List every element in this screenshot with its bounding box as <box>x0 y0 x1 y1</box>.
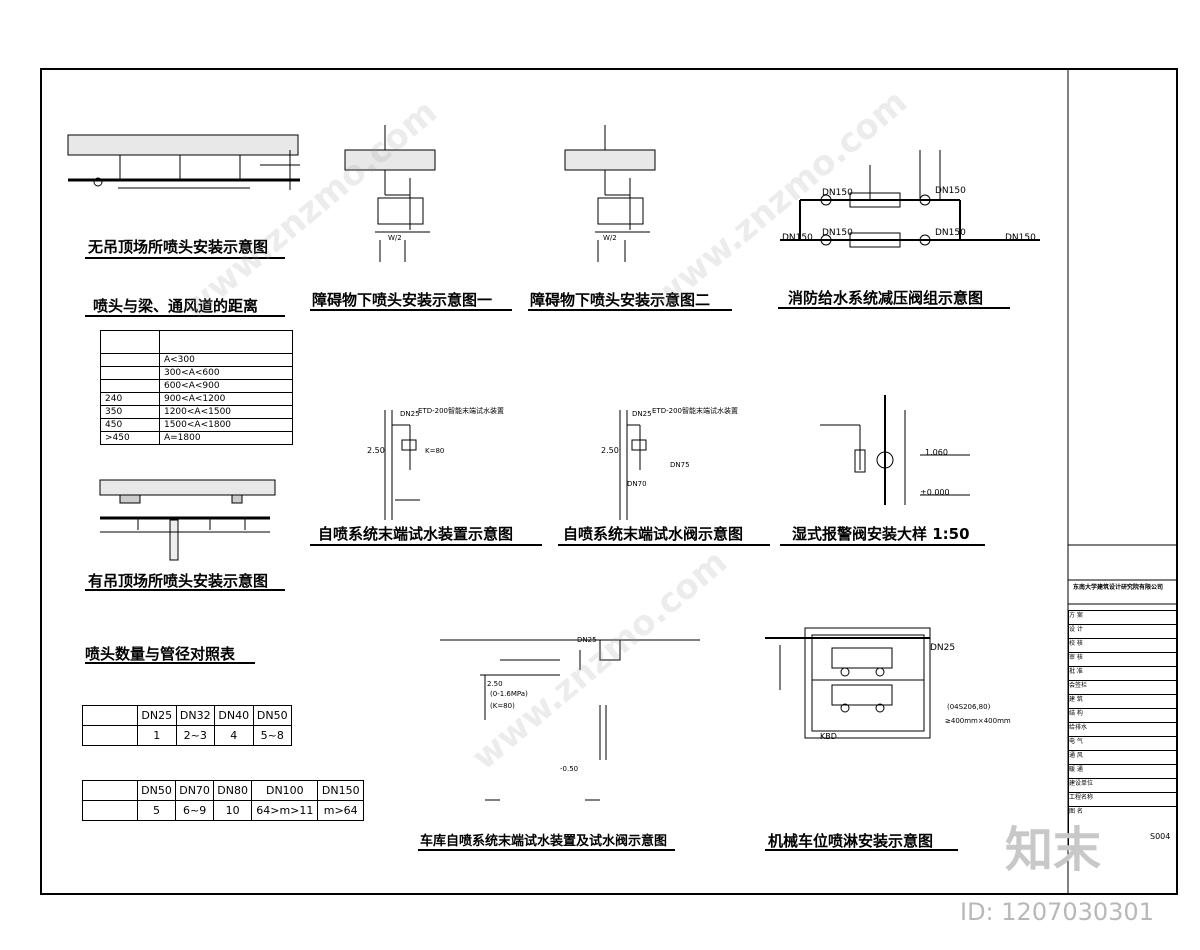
label-dn25-test-valve: DN25 <box>632 410 652 418</box>
tb-row: 建设单位 <box>1069 778 1178 788</box>
label-standard: (04S206,80) <box>947 703 991 711</box>
label-minus-050: -0.50 <box>560 765 579 773</box>
title-test-device: 自喷系统末端试水装置示意图 <box>318 525 514 543</box>
table-row: DN25 DN32 DN40 DN50 <box>82 705 292 726</box>
label-2-50-b: 2.50 <box>601 446 619 455</box>
table-row: A<300 <box>100 353 294 367</box>
company-name: 东南大学建筑设计研究院有限公司 <box>1073 584 1164 591</box>
label-etd-test-valve: ETD-200智能末端试水装置 <box>652 407 738 415</box>
title-parking: 机械车位喷淋安装示意图 <box>768 832 934 850</box>
tb-row: 审 核 <box>1069 652 1178 662</box>
label-dn25-garage: DN25 <box>577 636 597 644</box>
tb-row: 设 计 <box>1069 624 1178 634</box>
label-k80: K=80 <box>425 447 445 455</box>
table-row: 600<A<900 <box>100 379 294 393</box>
table-row: DN50 DN70 DN80 DN100 DN150 <box>82 780 364 801</box>
label-etd-test-device: ETD-200智能末端试水装置 <box>418 407 504 415</box>
title-garage: 车库自喷系统末端试水装置及试水阀示意图 <box>420 834 668 849</box>
label-w2-b: W/2 <box>603 234 617 242</box>
title-beam-distance: 喷头与梁、通风道的距离 <box>93 297 259 315</box>
title-block: 方 案 设 计 校 核 审 核 批 准 会签栏 建 筑 结 构 给排水 电 气 … <box>1068 610 1178 848</box>
label-dn150-upper-left: DN150 <box>822 188 853 198</box>
tb-row: 图 名 <box>1069 806 1178 816</box>
title-pressure-valve: 消防给水系统减压阀组示意图 <box>788 289 984 307</box>
label-elev-1060: 1.060 <box>925 448 948 457</box>
label-dn25-test-device: DN25 <box>400 410 420 418</box>
label-dn70: DN70 <box>627 480 647 488</box>
title-obstacle-1: 障碍物下喷头安装示意图一 <box>312 291 493 309</box>
label-w2-a: W/2 <box>388 234 402 242</box>
table-row: 5 6~9 10 64>m>11 m>64 <box>82 800 364 821</box>
title-alarm-valve: 湿式报警阀安装大样 1:50 <box>792 525 970 543</box>
watermark-logo: 知末 <box>1005 822 1102 878</box>
tb-row: 结 构 <box>1069 708 1178 718</box>
tb-row: 会签栏 <box>1069 680 1178 690</box>
label-size: ≥400mm×400mm <box>945 717 1011 725</box>
title-test-valve: 自喷系统末端试水阀示意图 <box>563 525 744 543</box>
title-obstacle-2: 障碍物下喷头安装示意图二 <box>530 291 711 309</box>
title-no-ceiling: 无吊顶场所喷头安装示意图 <box>88 238 269 256</box>
table-row: 1 2~3 4 5~8 <box>82 725 292 746</box>
table-row: 300<A<600 <box>100 366 294 380</box>
label-2-50-garage: 2.50 <box>487 680 503 688</box>
label-elev-0000: ±0.000 <box>920 488 950 497</box>
tb-row: 暖 通 <box>1069 764 1178 774</box>
label-dn150-upper-right: DN150 <box>935 186 966 196</box>
tb-row: 校 核 <box>1069 638 1178 648</box>
tb-row: 工程名称 <box>1069 792 1178 802</box>
tb-row: 通 风 <box>1069 750 1178 760</box>
tb-row: 电 气 <box>1069 736 1178 746</box>
label-dn150-outlet: DN150 <box>1005 233 1036 243</box>
label-dn150-lower-left: DN150 <box>822 228 853 238</box>
label-dn150-lower-right: DN150 <box>935 228 966 238</box>
label-dn150-inlet: DN150 <box>782 233 813 243</box>
watermark-id: ID: 1207030301 <box>960 898 1154 926</box>
label-k80-garage: (K=80) <box>490 702 515 710</box>
label-kbd: KBD <box>820 732 837 741</box>
tb-row: 给排水 <box>1069 722 1178 732</box>
tb-row: 批 准 <box>1069 666 1178 676</box>
tb-row: 方 案 <box>1069 610 1178 620</box>
title-sprinkler-table: 喷头数量与管径对照表 <box>85 645 236 663</box>
pipe-size-table-b: DN50 DN70 DN80 DN100 DN150 5 6~9 10 64>m… <box>82 780 364 821</box>
tb-row: 建 筑 <box>1069 694 1178 704</box>
title-with-ceiling: 有吊顶场所喷头安装示意图 <box>88 572 269 590</box>
label-dn75: DN75 <box>670 461 690 469</box>
label-dn25-parking: DN25 <box>930 643 956 653</box>
sheet-number: S004 <box>1150 832 1171 841</box>
label-gauge-range: (0-1.6MPa) <box>490 690 528 698</box>
drawing-sheet <box>40 68 1178 895</box>
pipe-size-table-a: DN25 DN32 DN40 DN50 1 2~3 4 5~8 <box>82 705 292 746</box>
label-2-50-a: 2.50 <box>367 446 385 455</box>
